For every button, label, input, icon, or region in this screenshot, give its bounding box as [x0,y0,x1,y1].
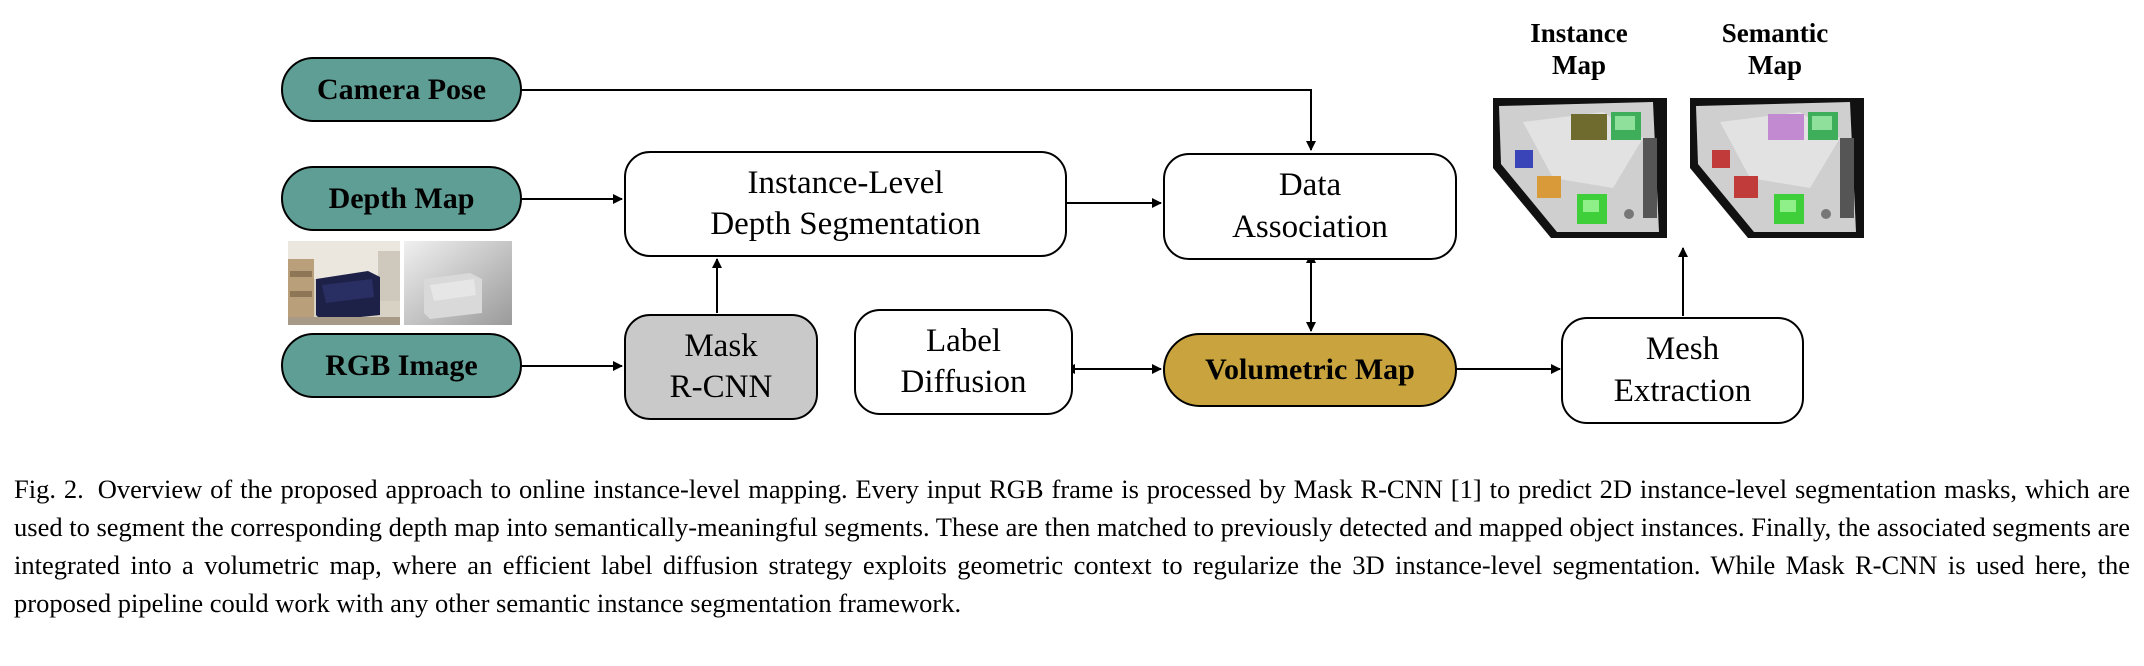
mesh-extraction-node: Mesh Extraction [1561,317,1804,424]
depth-map-node: Depth Map [281,166,522,231]
semantic-map-image [1690,98,1864,238]
arrow-camera-to-association [520,89,1316,151]
mask-rcnn-node: Mask R-CNN [624,314,818,420]
caption-text: Overview of the proposed approach to onl… [14,474,2130,618]
rgb-thumbnail-image [288,241,400,325]
semantic-map-title: Semantic Map [1721,18,1829,81]
arrows-layer [520,89,1688,374]
camera-pose-node: Camera Pose [281,57,522,122]
label-diffusion-node: Label Diffusion [854,309,1073,415]
volumetric-map-node: Volumetric Map [1163,333,1457,407]
figure-label: Fig. 2. [14,474,84,504]
instance-depth-segmentation-node: Instance-Level Depth Segmentation [624,151,1067,257]
figure-caption: Fig. 2.Overview of the proposed approach… [14,470,2130,622]
instance-map-title: Instance Map [1530,18,1628,81]
data-association-node: Data Association [1163,153,1457,260]
pipeline-diagram: Camera Pose Depth Map RGB Image Instance… [281,18,1864,424]
depth-thumbnail-image [404,241,512,325]
instance-map-image [1493,98,1667,238]
rgb-image-node: RGB Image [281,333,522,398]
